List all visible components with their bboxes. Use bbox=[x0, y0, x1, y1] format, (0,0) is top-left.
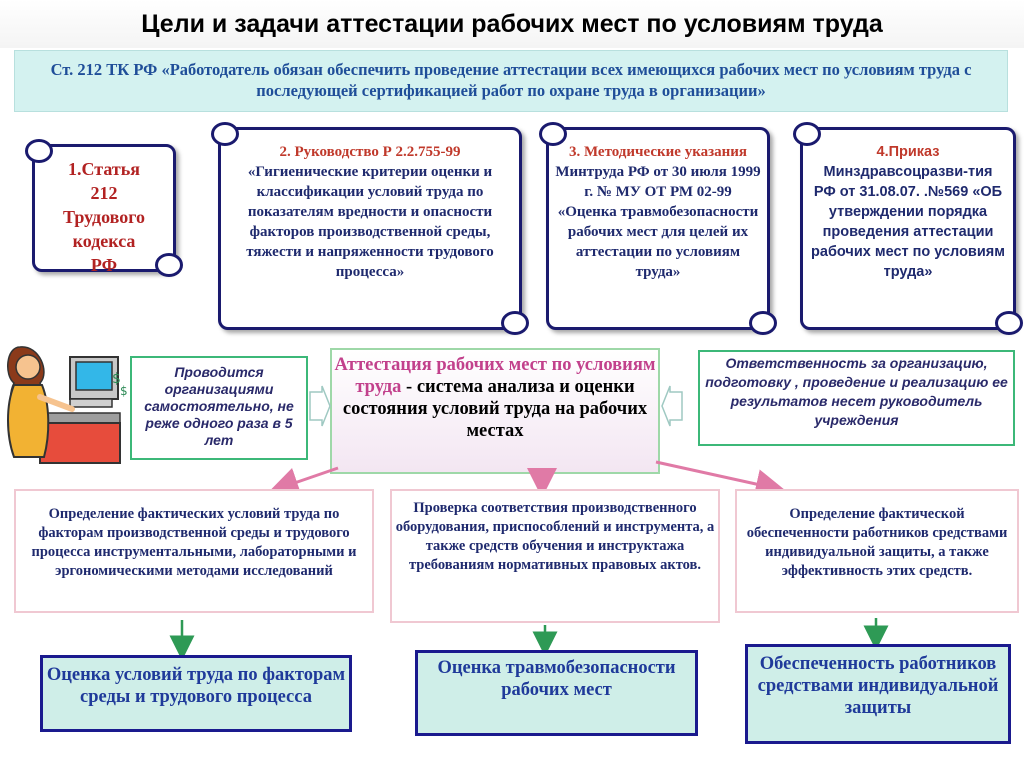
task-equipment-compliance: Проверка соответствия производственного … bbox=[390, 489, 720, 623]
arrow-to-task-1 bbox=[268, 466, 339, 497]
doc-line: Трудового bbox=[63, 207, 145, 227]
double-arrow-left-icon bbox=[309, 385, 331, 427]
office-worker-illustration: $ $ bbox=[7, 346, 128, 464]
doc-line: РФ bbox=[90, 255, 118, 275]
doc-line: 212 bbox=[90, 183, 118, 203]
frequency-note: Проводится организациями самостоятельно,… bbox=[130, 356, 308, 460]
doc-line: кодекса bbox=[72, 231, 136, 251]
doc-scroll-guideline: 2. Руководство Р 2.2.755-99 «Гигиеническ… bbox=[211, 122, 529, 335]
doc-heading: 2. Руководство Р 2.2.755-99 bbox=[279, 144, 461, 160]
result-ppe-provision: Обеспеченность работников средствами инд… bbox=[745, 644, 1011, 744]
svg-text:$: $ bbox=[120, 384, 128, 398]
doc-line: 1.Статья bbox=[68, 159, 140, 179]
central-definition: Аттестация рабочих мест по условиям труд… bbox=[330, 348, 660, 474]
doc-heading: 3. Методические указания bbox=[568, 144, 748, 160]
arrow-to-task-3 bbox=[655, 460, 786, 499]
result-injury-safety-assessment: Оценка травмобезопасности рабочих мест bbox=[415, 650, 698, 736]
responsibility-note: Ответственность за организацию, подготов… bbox=[698, 350, 1015, 446]
double-arrow-right-icon bbox=[661, 385, 683, 427]
definition-term: Аттестация рабочих мест по условиям труд… bbox=[334, 355, 656, 397]
result-conditions-assessment: Оценка условий труда по факторам среды и… bbox=[40, 655, 352, 732]
task-ppe-provision: Определение фактической обеспеченности р… bbox=[735, 489, 1019, 613]
doc-heading: 4.Приказ bbox=[876, 144, 940, 160]
doc-scroll-order: 4.Приказ Минздравсоцразви-тия РФ от 31.0… bbox=[793, 122, 1023, 335]
article-212-banner: Ст. 212 ТК РФ «Работодатель обязан обесп… bbox=[14, 50, 1008, 112]
doc-body: Минздравсоцразви-тия РФ от 31.08.07. .№5… bbox=[811, 164, 1005, 280]
doc-body: «Гигиенические критерии оценки и классиф… bbox=[246, 164, 494, 280]
doc-scroll-method-guidelines: 3. Методические указания Минтруда РФ от … bbox=[539, 122, 777, 335]
svg-text:$: $ bbox=[112, 371, 121, 387]
page-title: Цели и задачи аттестации рабочих мест по… bbox=[0, 0, 1024, 48]
doc-body: Минтруда РФ от 30 июля 1999 г. № МУ ОТ Р… bbox=[555, 164, 761, 280]
definition-text: - система анализа и оценки состояния усл… bbox=[342, 377, 648, 441]
task-working-conditions: Определение фактических условий труда по… bbox=[14, 489, 374, 613]
doc-scroll-labor-code: 1.Статья 212 Трудового кодекса РФ bbox=[25, 139, 183, 277]
